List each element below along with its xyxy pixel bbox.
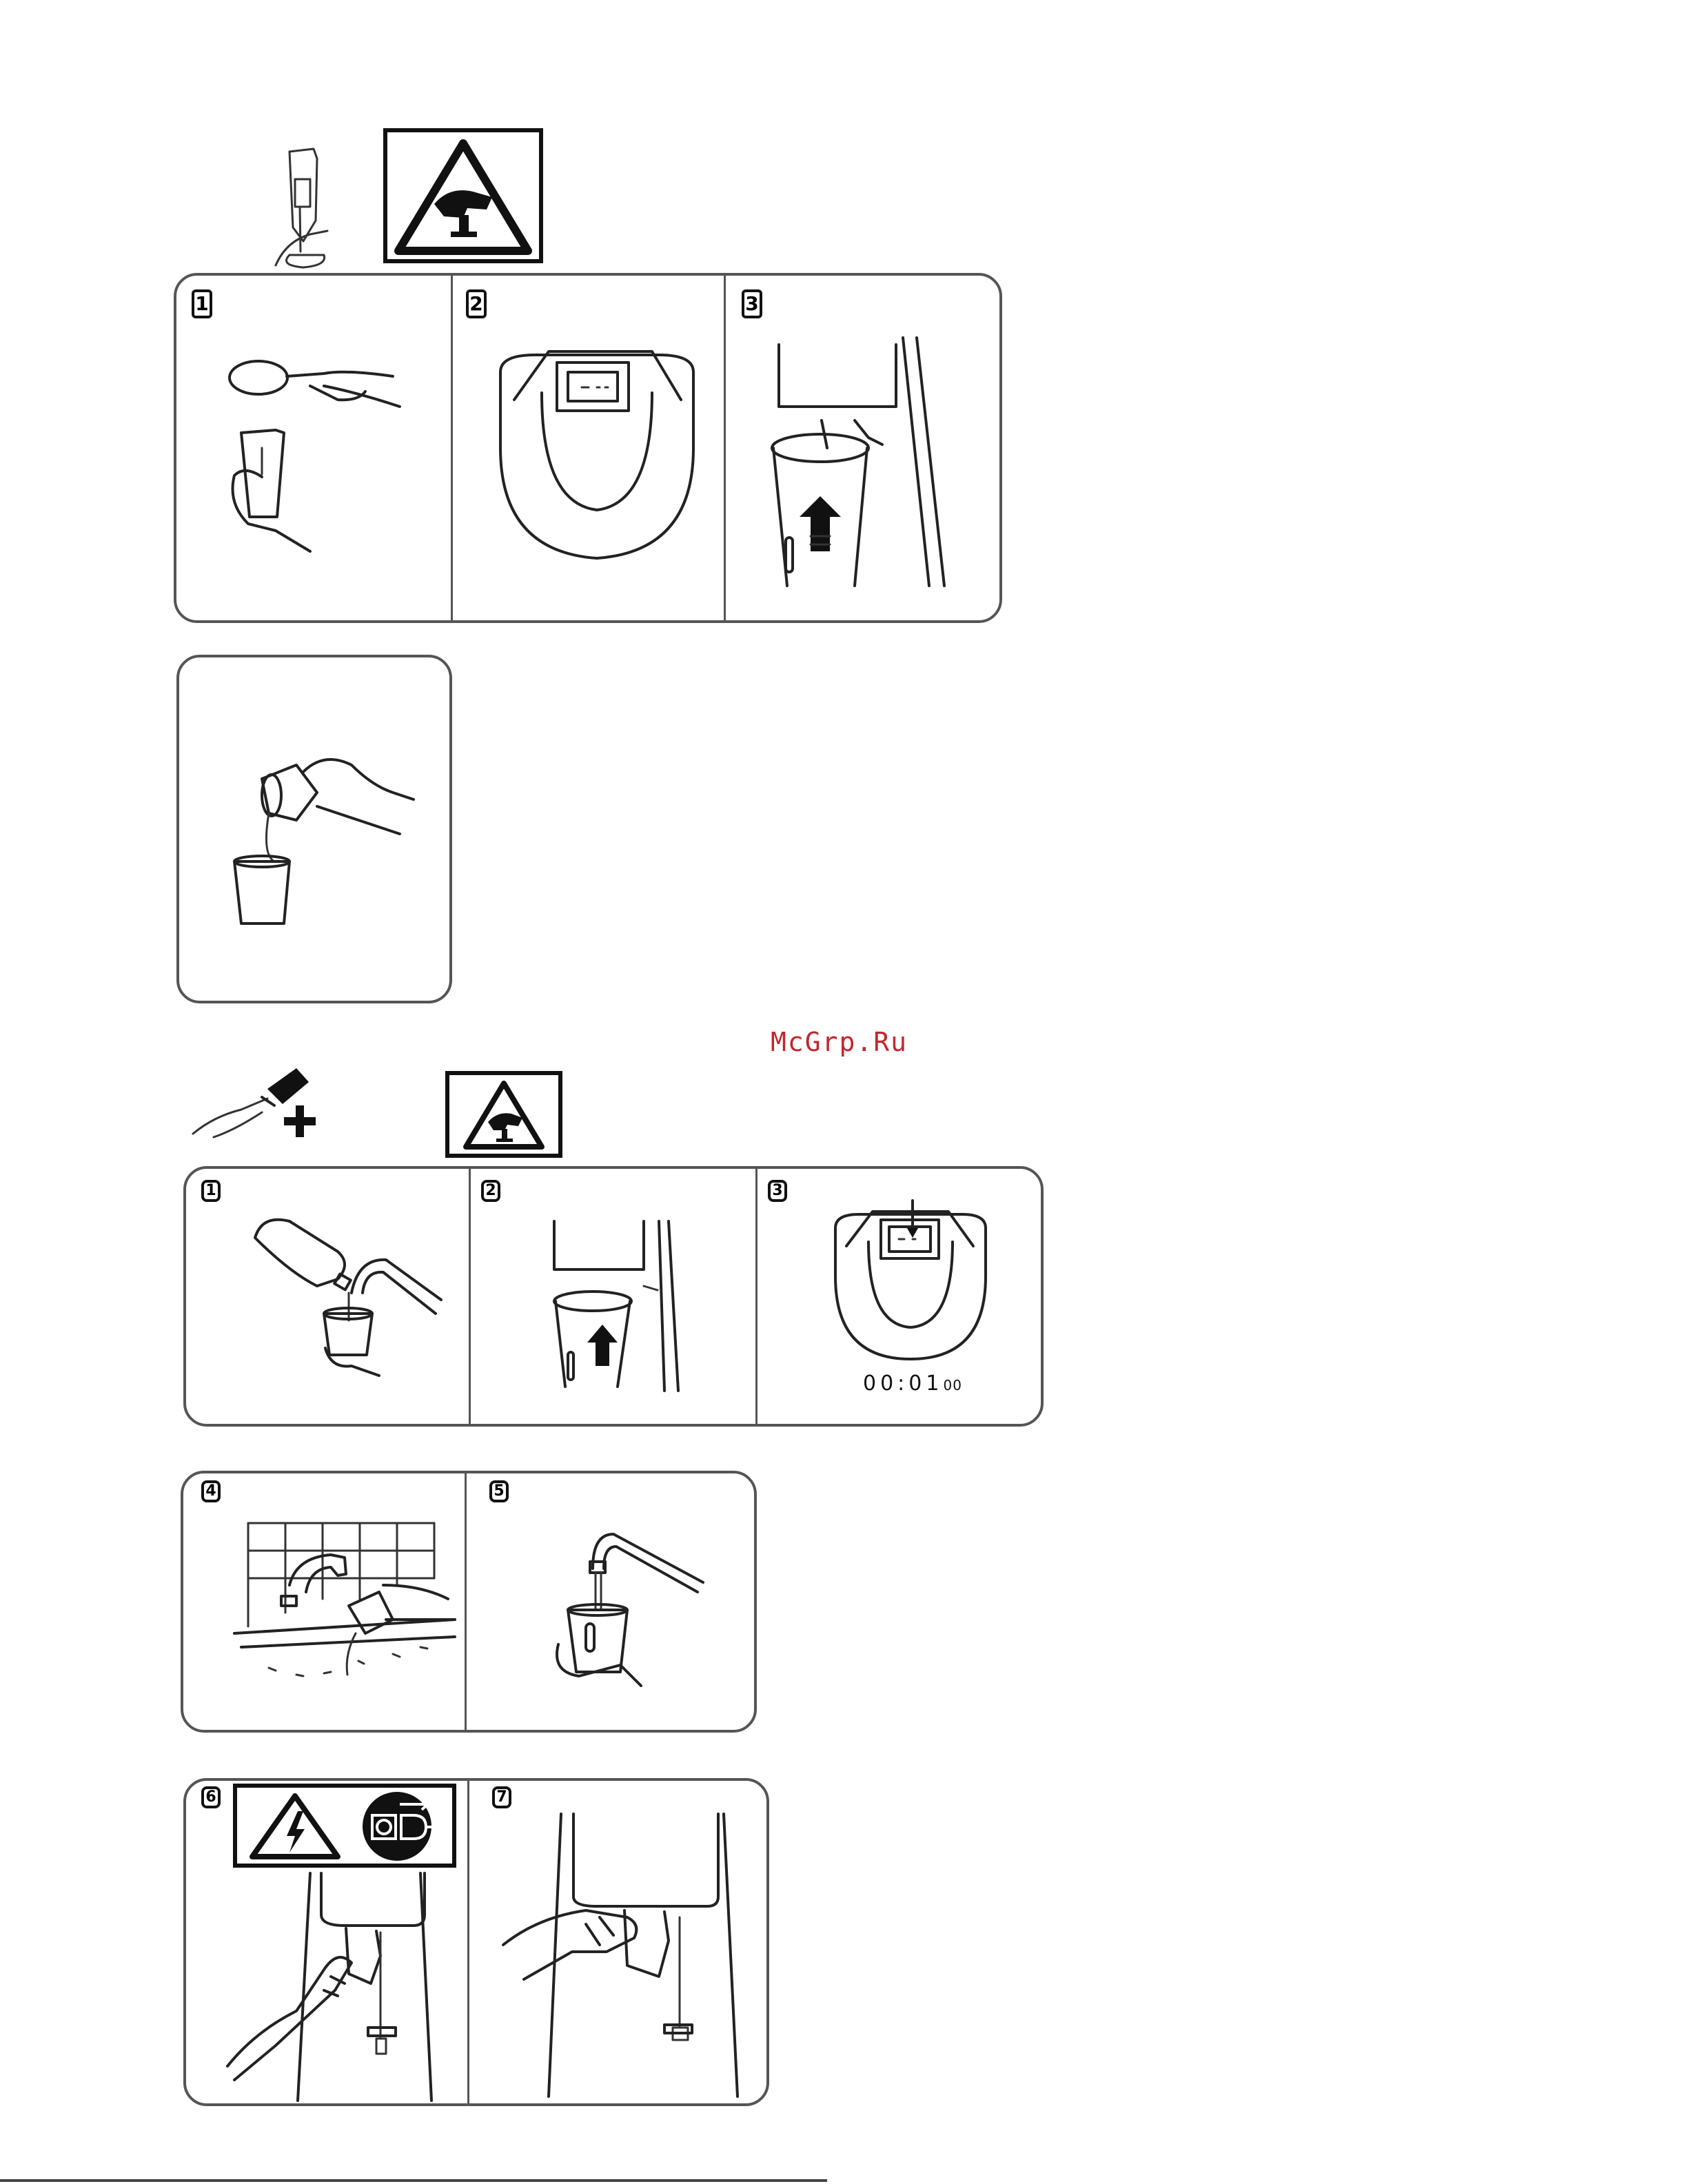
panel-divider bbox=[465, 1472, 467, 1731]
panel-divider bbox=[467, 1779, 469, 2105]
step-badge: 1 bbox=[201, 1180, 221, 1202]
mixer-base-switch-illustration bbox=[831, 1201, 990, 1366]
panel-divider bbox=[724, 274, 726, 622]
step-badge: 2 bbox=[466, 289, 487, 318]
bottom-rule bbox=[0, 2179, 827, 2182]
mixer-with-hand-icon bbox=[262, 138, 345, 269]
detergent-tap-cup-illustration bbox=[248, 1210, 448, 1376]
mixer-base-switch-illustration bbox=[494, 345, 700, 565]
panel-divider bbox=[451, 274, 453, 622]
step-badge: 1 bbox=[192, 289, 212, 318]
plus-icon bbox=[284, 1105, 316, 1137]
step-badge: 3 bbox=[742, 289, 762, 318]
sink-pouring-illustration bbox=[227, 1516, 462, 1688]
step-badge: 2 bbox=[481, 1180, 500, 1202]
step-badge: 4 bbox=[201, 1480, 221, 1502]
panel-divider bbox=[755, 1167, 757, 1425]
high-voltage-warning-icon bbox=[247, 1790, 343, 1862]
watermark: McGrp.Ru bbox=[771, 1027, 908, 1057]
cup-up-arrow-illustration bbox=[540, 1221, 692, 1394]
wiping-spindle-illustration bbox=[221, 1873, 448, 2101]
tap-filling-cup-illustration bbox=[545, 1520, 710, 1693]
step-badge: 7 bbox=[492, 1786, 511, 1808]
timer-display: 00:0100 bbox=[863, 1371, 962, 1396]
step-badge: 6 bbox=[201, 1786, 221, 1808]
panel-divider bbox=[469, 1167, 471, 1425]
cup-up-arrow-illustration bbox=[744, 331, 951, 586]
warning-no-hands-icon bbox=[445, 1071, 562, 1158]
warning-no-hands-icon bbox=[383, 128, 543, 263]
pour-drink-illustration bbox=[221, 751, 427, 951]
step-badge: 3 bbox=[768, 1180, 787, 1202]
scoop-and-cup-illustration bbox=[221, 358, 427, 558]
step-badge: 5 bbox=[489, 1480, 509, 1502]
unplug-icon bbox=[358, 1790, 443, 1862]
wiping-mixer-head-illustration bbox=[496, 1814, 744, 2096]
